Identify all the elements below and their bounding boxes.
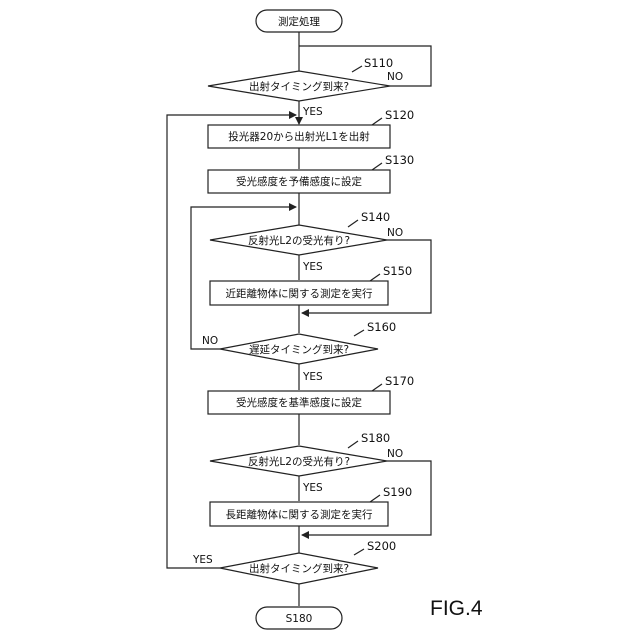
decision-s140-text: 反射光L2の受光有り?: [248, 234, 350, 247]
step-id-s150: S150: [383, 264, 412, 278]
s150-leader: [370, 274, 380, 281]
process-s130-text: 受光感度を予備感度に設定: [236, 175, 362, 188]
decision-s180: 反射光L2の受光有り?: [210, 446, 387, 476]
s160-no-label: NO: [202, 335, 218, 347]
s200-leader: [354, 549, 364, 555]
process-s190-text: 長距離物体に関する測定を実行: [226, 508, 373, 521]
process-s120-text: 投光器20から出射光L1を出射: [228, 130, 370, 143]
end-terminal: S180: [256, 607, 342, 629]
figure-label: FIG.4: [430, 597, 483, 620]
step-id-s130: S130: [385, 153, 414, 167]
s180-no-label: NO: [387, 448, 403, 460]
step-id-s180: S180: [361, 431, 390, 445]
step-id-s140: S140: [361, 210, 390, 224]
process-s150-text: 近距離物体に関する測定を実行: [226, 287, 373, 300]
s130-leader: [372, 163, 382, 170]
decision-s110: 出射タイミング到来?: [208, 71, 390, 101]
s170-leader: [372, 384, 382, 391]
s180-yes-label: YES: [302, 482, 323, 494]
process-s150: 近距離物体に関する測定を実行: [210, 281, 388, 305]
step-id-s120: S120: [385, 108, 414, 122]
decision-s180-text: 反射光L2の受光有り?: [248, 455, 350, 468]
s120-leader: [372, 118, 382, 125]
s190-leader: [370, 495, 380, 502]
start-terminal: 測定処理: [256, 10, 342, 32]
s160-yes-label: YES: [302, 371, 323, 383]
process-s130: 受光感度を予備感度に設定: [208, 170, 390, 193]
s140-yes-label: YES: [302, 261, 323, 273]
decision-s200: 出射タイミング到来?: [220, 553, 378, 584]
start-label: 測定処理: [278, 15, 320, 28]
decision-s110-text: 出射タイミング到来?: [249, 80, 349, 93]
s110-no-label: NO: [387, 71, 403, 83]
s110-yes-label: YES: [302, 106, 323, 118]
s140-no-label: NO: [387, 227, 403, 239]
end-label: S180: [286, 613, 313, 625]
step-id-s110: S110: [364, 56, 393, 70]
step-id-s190: S190: [383, 485, 412, 499]
process-s170-text: 受光感度を基準感度に設定: [236, 396, 362, 409]
s140-leader: [348, 220, 358, 227]
process-s170: 受光感度を基準感度に設定: [208, 391, 390, 414]
s200-yes-label: YES: [192, 554, 213, 566]
step-id-s170: S170: [385, 374, 414, 388]
process-s120: 投光器20から出射光L1を出射: [208, 125, 390, 148]
decision-s140: 反射光L2の受光有り?: [210, 225, 387, 255]
step-id-s200: S200: [367, 539, 396, 553]
decision-s160-text: 遅延タイミング到来?: [249, 343, 349, 356]
decision-s200-text: 出射タイミング到来?: [249, 562, 349, 575]
step-id-s160: S160: [367, 320, 396, 334]
decision-s160: 遅延タイミング到来?: [220, 334, 378, 364]
s180-leader: [348, 441, 358, 448]
process-s190: 長距離物体に関する測定を実行: [210, 502, 388, 526]
s110-leader: [352, 66, 362, 72]
s160-leader: [354, 330, 364, 336]
